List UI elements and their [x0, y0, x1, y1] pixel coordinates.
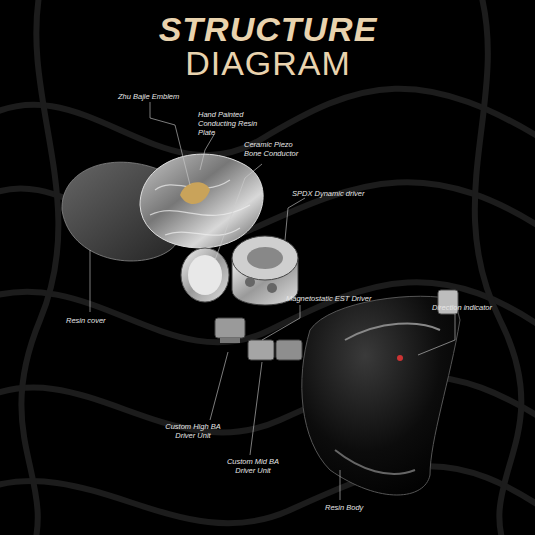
part-label: Hand Painted Conducting Resin Plate [198, 110, 268, 137]
part-label: Magnetostatic EST Driver [286, 294, 396, 303]
part-label: Ceramic Piezo Bone Conductor [244, 140, 300, 158]
part-label: Custom Mid BA Driver Unit [222, 457, 284, 475]
part-label: Zhu Bajie Emblem [118, 92, 198, 101]
diagram-title: STRUCTURE DIAGRAM [137, 12, 399, 80]
part-label: SPDX Dynamic driver [292, 189, 382, 198]
part-label: Direction indicator [432, 303, 522, 312]
part-label: Resin cover [66, 316, 126, 325]
part-label: Custom High BA Driver Unit [160, 422, 226, 440]
part-label: Resin Body [325, 503, 385, 512]
